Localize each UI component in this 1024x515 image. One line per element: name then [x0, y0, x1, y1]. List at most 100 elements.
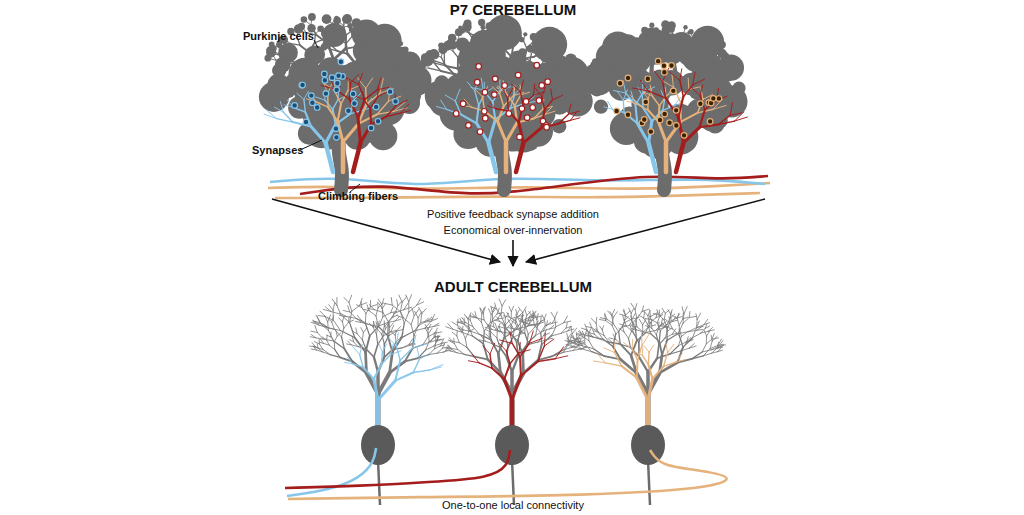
dendrite-branch [667, 326, 668, 331]
dendrite-branch [541, 74, 550, 77]
dendrite-branch [660, 312, 663, 316]
dendrite-branch [477, 318, 484, 320]
dendrite-branch [384, 321, 385, 327]
climbing-fiber-branch [506, 122, 517, 142]
dendrite-branch [332, 46, 338, 51]
dendrite-branch [466, 317, 470, 320]
climbing-fiber-branch [391, 344, 394, 355]
dendrite-branch [354, 342, 358, 347]
dendrite-branch [451, 349, 457, 353]
dendrite-branch [529, 312, 533, 318]
dendrite-branch [437, 339, 442, 341]
dendrite-branch [502, 300, 506, 306]
dendrite-spine [322, 14, 332, 24]
climbing-fiber-branch [622, 366, 637, 378]
dendrite-branch [677, 318, 679, 325]
dendrite-branch [373, 322, 376, 328]
dendrite-branch [599, 319, 605, 320]
dendrite-spine [337, 30, 342, 35]
dendrite-branch [644, 44, 651, 50]
dendrite-branch [388, 313, 395, 322]
dendrite-branch [665, 334, 672, 338]
climbing-fiber-branch [377, 78, 381, 90]
dendrite-branch [523, 41, 526, 48]
dendrite-spine [493, 19, 497, 23]
dendrite-branch [377, 321, 379, 327]
dendrite-branch [454, 343, 457, 349]
dendrite-branch [378, 299, 382, 304]
dendrite-spine [430, 50, 440, 60]
dendrite-branch [600, 318, 607, 319]
climbing-fiber-branch [496, 109, 508, 111]
climbing-fiber-branch [315, 97, 324, 100]
dendrite-branch [622, 326, 624, 332]
dendrite-branch [535, 323, 541, 327]
dendrite-branch [341, 337, 344, 349]
dendrite-branch [449, 341, 454, 344]
dendrite-branch [525, 57, 535, 59]
climbing-fiber-branch [545, 111, 555, 114]
dendrite-branch [376, 308, 378, 316]
purkinje-cell [581, 20, 747, 190]
climbing-fiber-branch [520, 80, 523, 91]
climbing-fiber-branch [358, 118, 360, 143]
dendrite-branch [374, 345, 378, 357]
dendrite-branch [320, 323, 328, 328]
dendrite-branch [365, 323, 369, 335]
dendrite-branch [349, 295, 352, 302]
dendrite-spine [502, 34, 509, 41]
synapse-dot [373, 104, 379, 110]
dendrite-branch [514, 325, 518, 330]
dendrite-mass [679, 51, 692, 64]
purkinje-cell [415, 15, 592, 190]
climbing-fiber-branch [490, 354, 492, 368]
dendrite-branch [411, 324, 414, 335]
climbing-fiber-branch [348, 357, 353, 363]
dendrite-branch [356, 305, 361, 308]
dendrite-branch [384, 323, 388, 327]
climbing-fiber-branch [472, 354, 479, 362]
dendrite-branch [489, 309, 492, 315]
dendrite-branch [613, 324, 618, 332]
synapse-dot [323, 91, 329, 97]
dendrite-branch [567, 333, 569, 338]
dendrite-branch [486, 334, 490, 338]
climbing-fiber-branch [504, 364, 510, 379]
dendrite-branch [511, 312, 512, 319]
dendrite-branch [300, 45, 309, 52]
dendrite-branch [631, 316, 633, 323]
adult-panel [285, 295, 727, 505]
dendrite-spine [342, 14, 352, 24]
climbing-fiber [288, 450, 727, 499]
dendrite-branch [479, 38, 485, 49]
dendrite-branch [453, 51, 458, 57]
dendrite-branch [696, 320, 698, 328]
dendrite-branch [377, 335, 378, 345]
dendrite-branch [525, 325, 528, 334]
dendrite-branch [481, 322, 484, 331]
climbing-fiber-branch [632, 339, 634, 349]
dendrite-branch [431, 319, 438, 322]
dendrite-branch [506, 325, 510, 330]
synapse-dot [502, 83, 508, 89]
dendrite-branch [697, 313, 700, 319]
dendrite-branch [576, 332, 578, 339]
synapse-dot [544, 124, 550, 130]
dendrite-branch [344, 322, 349, 328]
dendrite-branch [679, 319, 682, 325]
dendrite-branch [362, 333, 363, 340]
dendrite-branch [663, 53, 674, 64]
synapse-dot [482, 89, 488, 95]
synapse-dot [309, 93, 315, 99]
dendrite-branch [391, 332, 395, 336]
dendrite-branch [352, 337, 354, 342]
dendrite-branch [357, 334, 362, 340]
dendrite-branch [563, 347, 572, 350]
dendrite-branch [315, 325, 318, 332]
dendrite-branch [667, 328, 671, 332]
climbing-fiber-branch [360, 355, 363, 367]
climbing-fiber-branch [328, 107, 338, 122]
synapse-dot [350, 91, 356, 97]
dendrite-branch [311, 334, 316, 337]
